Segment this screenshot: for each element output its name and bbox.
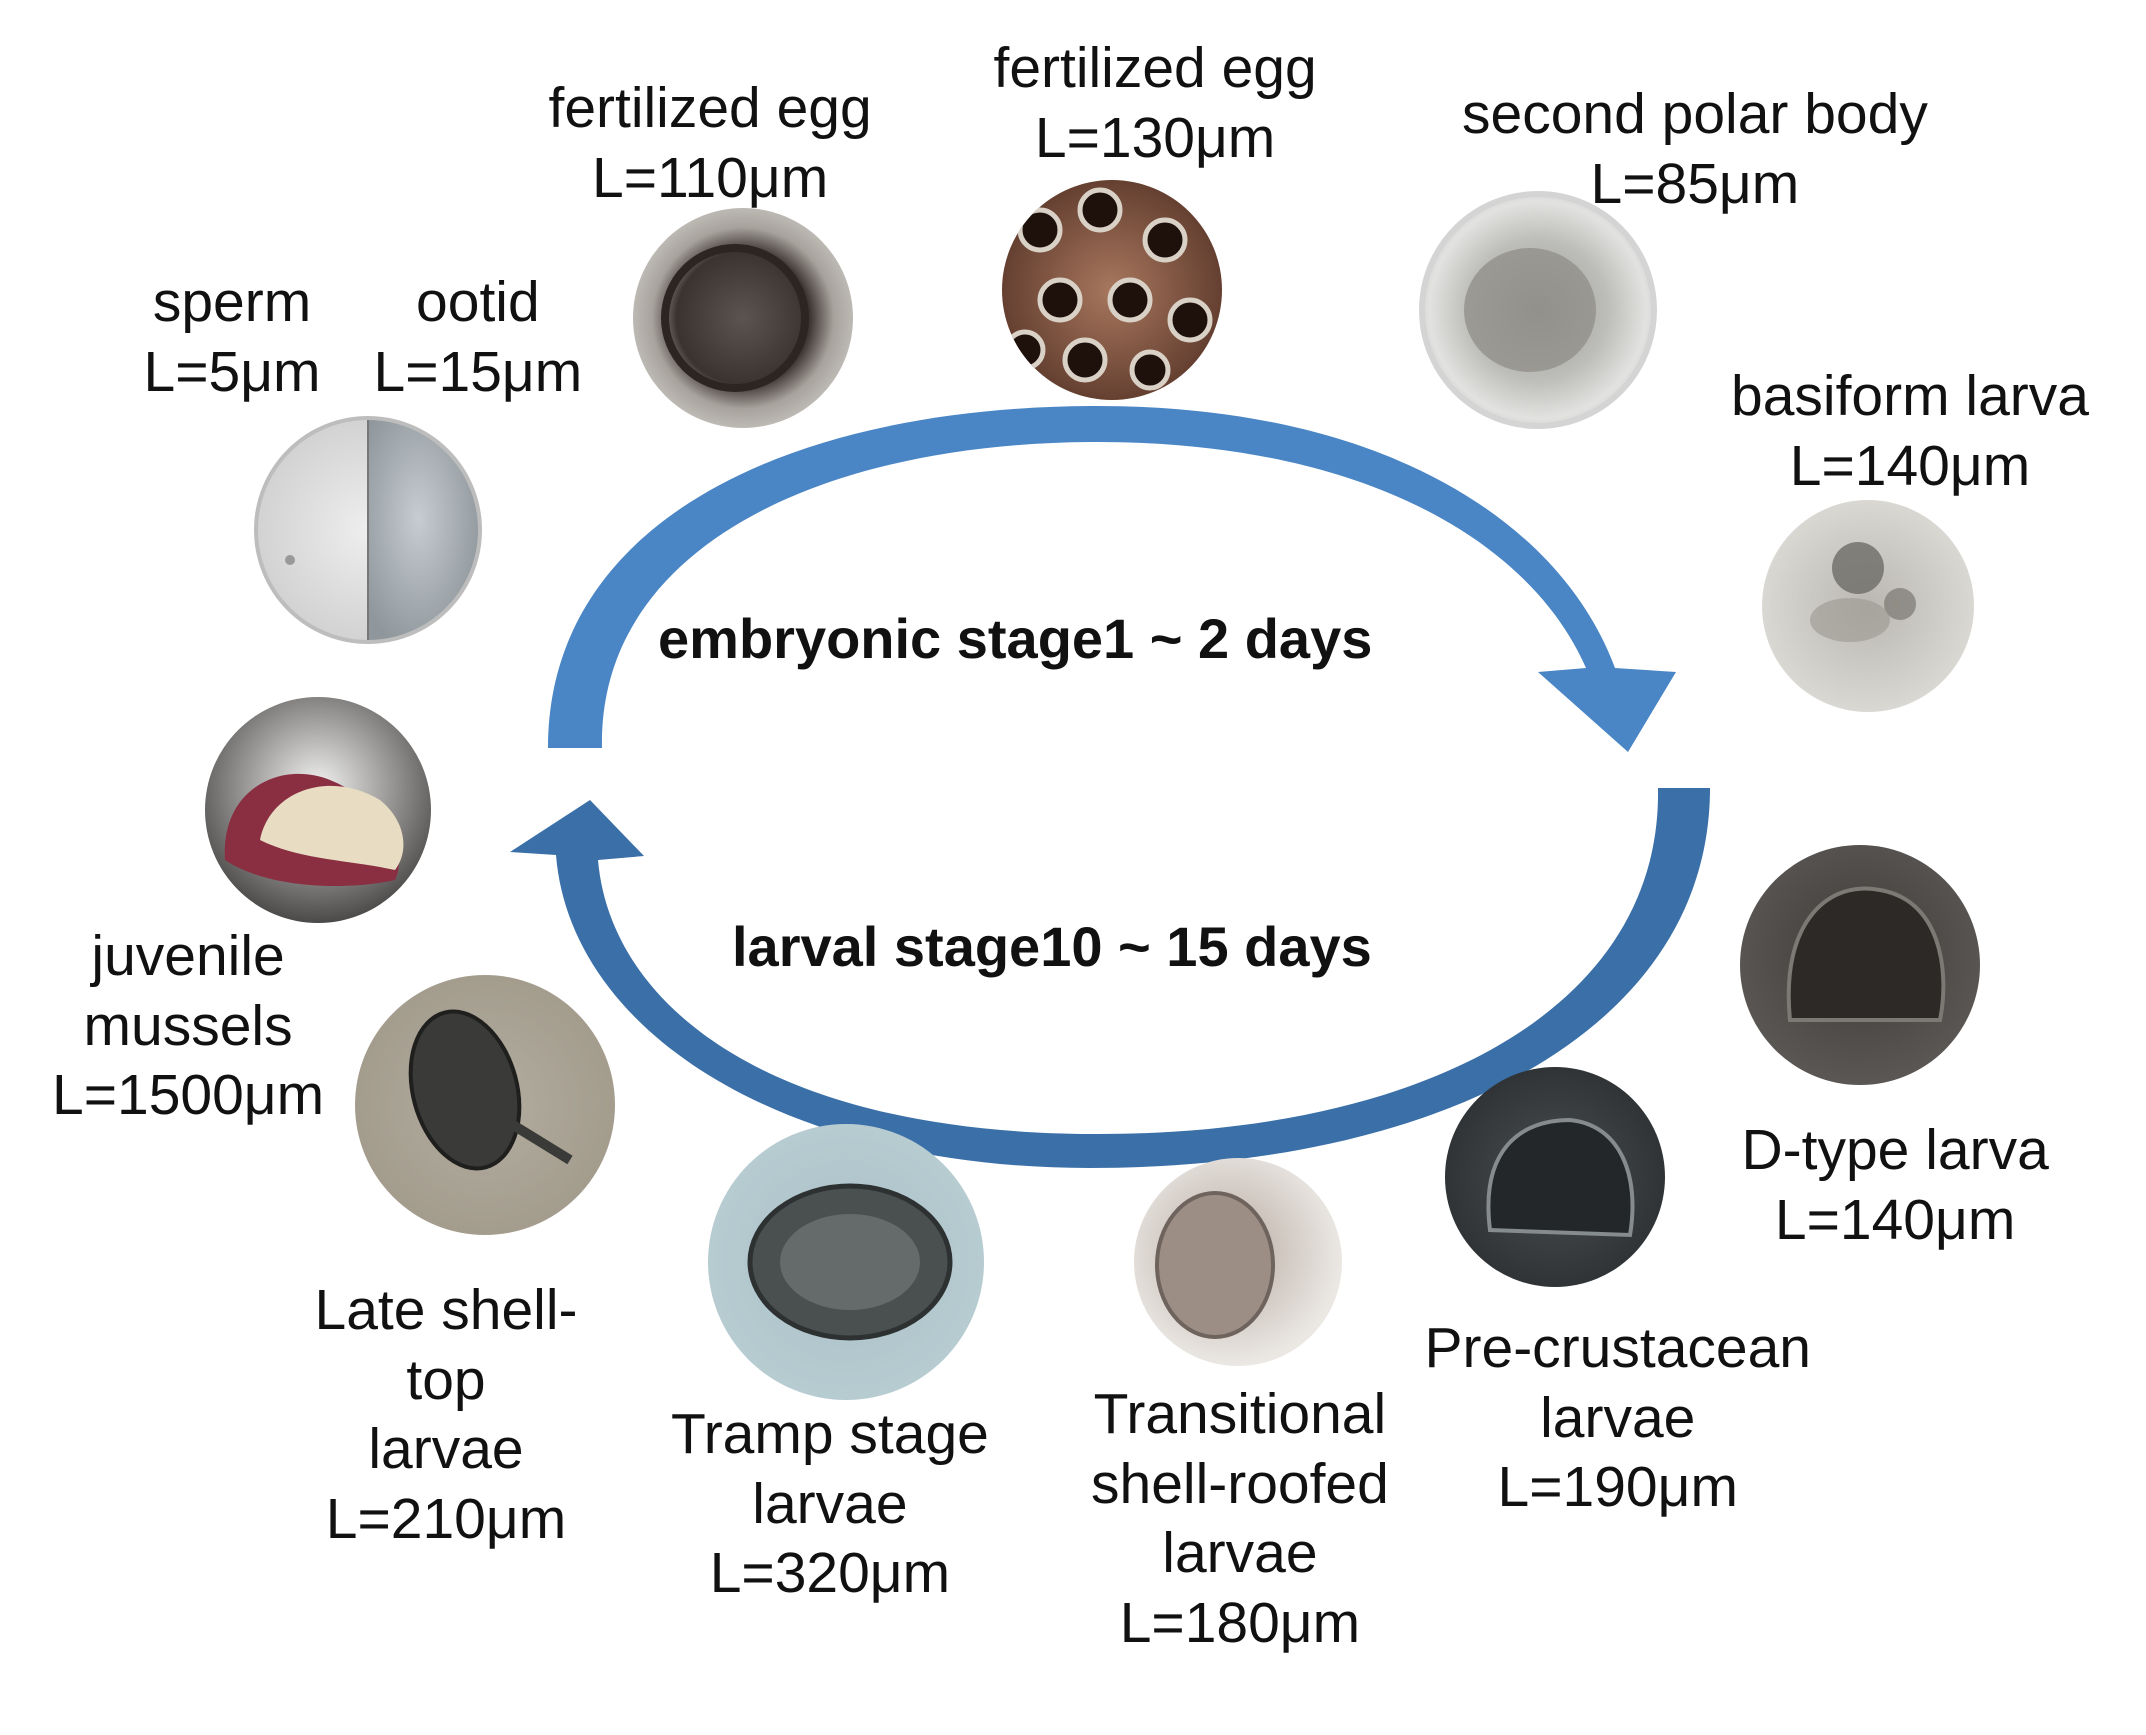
transitional-shell-roofed-larvae-label-line: Transitional <box>1093 1382 1387 1446</box>
transitional-shell-roofed-larvae-label-line: L=180μm <box>1119 1590 1361 1655</box>
fertilized-egg-110-image <box>633 208 853 428</box>
juvenile-mussels-label-line: L=1500μm <box>52 1063 325 1128</box>
fertilized-egg-130-label-line: L=130μm <box>1034 105 1276 170</box>
pre-crustacean-larvae-image <box>1445 1067 1665 1287</box>
second-polar-body-label-line: L=85μm <box>1590 151 1800 216</box>
tramp-stage-larvae-image <box>708 1124 984 1400</box>
fertilized-egg-110-label-line: fertilized egg <box>548 76 872 140</box>
pre-crustacean-larvae-label-line: larvae <box>1540 1385 1696 1450</box>
d-type-larva-label-line: L=140μm <box>1774 1187 2016 1252</box>
juvenile-mussels-label-line: mussels <box>83 993 293 1058</box>
fertilized-egg-130-image <box>1002 180 1222 400</box>
ootid-label-line: ootid <box>416 270 540 334</box>
embryonic-arrow <box>548 405 1676 752</box>
transitional-shell-roofed-larvae-label-line: larvae <box>1162 1521 1318 1586</box>
larval-stage-label: larval stage10 ~ 15 days <box>732 915 1372 978</box>
second-polar-body-label-line: second polar body <box>1462 82 1928 146</box>
juvenile-mussels-label-line: juvenile <box>91 924 285 988</box>
late-shell-top-larvae-label-line: top <box>406 1347 486 1412</box>
transitional-shell-roofed-larvae-label-line: shell-roofed <box>1091 1451 1389 1516</box>
d-type-larva-label-line: D-type larva <box>1741 1118 2049 1182</box>
tramp-stage-larvae-label-line: Tramp stage <box>671 1402 989 1466</box>
second-polar-body-image <box>1419 191 1657 429</box>
late-shell-top-larvae-image <box>355 975 615 1235</box>
tramp-stage-larvae-label-line: L=320μm <box>709 1541 951 1606</box>
transitional-shell-roofed-larvae-image <box>1134 1158 1342 1366</box>
stage-images <box>205 180 1980 1400</box>
sperm-label-line: L=5μm <box>143 339 321 404</box>
ootid-label-line: L=15μm <box>373 339 583 404</box>
fertilized-egg-130-label-line: fertilized egg <box>993 36 1317 100</box>
late-shell-top-larvae-label-line: larvae <box>368 1417 524 1482</box>
fertilized-egg-110-label-line: L=110μm <box>592 145 829 210</box>
basiform-larva-label-line: basiform larva <box>1731 364 2089 428</box>
pre-crustacean-larvae-label-line: Pre-crustacean <box>1424 1316 1812 1380</box>
late-shell-top-larvae-label-line: L=210μm <box>325 1486 567 1551</box>
cycle-arrows <box>510 405 1710 1168</box>
sperm-label-line: sperm <box>152 270 312 334</box>
basiform-larva-image <box>1762 500 1974 712</box>
basiform-larva-label-line: L=140μm <box>1789 433 2031 498</box>
late-shell-top-larvae-label-line: Late shell- <box>314 1278 578 1342</box>
d-type-larva-image <box>1740 845 1980 1085</box>
sperm-ootid-image <box>254 416 482 644</box>
juvenile-mussels-image <box>205 697 431 923</box>
tramp-stage-larvae-label-line: larvae <box>752 1471 908 1536</box>
embryonic-stage-label: embryonic stage1 ~ 2 days <box>658 607 1373 670</box>
pre-crustacean-larvae-label-line: L=190μm <box>1497 1455 1738 1520</box>
